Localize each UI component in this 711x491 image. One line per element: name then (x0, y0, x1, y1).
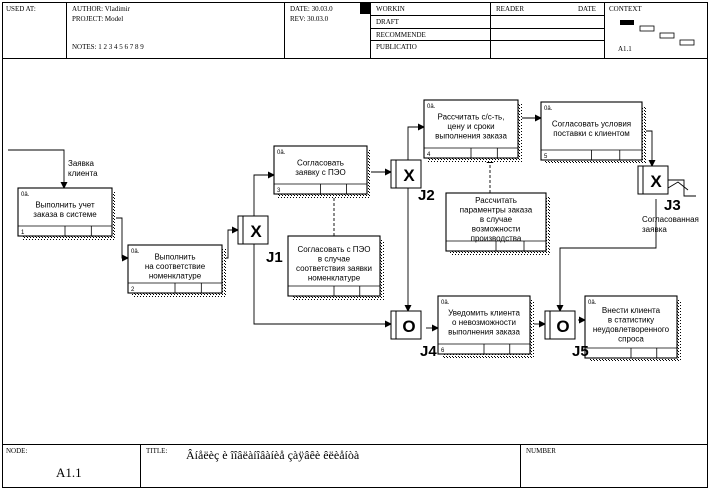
activity-label-line: на соответствие (145, 262, 206, 271)
activity-tag: 0â. (427, 104, 436, 110)
working-status-marker (360, 3, 370, 14)
junction-j3[interactable]: XJ3 (637, 165, 681, 214)
activity-label-line: выполнения заказа (448, 328, 520, 337)
activity-label-line: номенклатуре (308, 273, 361, 282)
activity-tag: 0â. (277, 150, 286, 156)
junction-j2[interactable]: XJ2 (390, 159, 435, 204)
junction-label: J3 (664, 197, 681, 214)
diagram-title: Âíåëèç è îîâëàíîâàíèå çàÿâêè êëèåíòà (186, 448, 360, 462)
junction-label: J5 (572, 343, 589, 360)
junction-symbol: X (250, 222, 262, 241)
activity-label-line: Рассчитать (475, 196, 517, 205)
activity-label-line: Согласовать (297, 158, 344, 167)
author-label: AUTHOR: Vladimir (72, 5, 131, 13)
activity-tag: 0â. (131, 249, 140, 255)
activity-label-line: Согласовать с ПЭО (297, 245, 370, 254)
activity-label-line: спроса (618, 334, 644, 343)
status-publication: PUBLICATIO (376, 43, 417, 51)
status-draft: DRAFT (376, 18, 399, 26)
activity-label-line: в случае (318, 254, 351, 263)
activity-label-line: Выполнить (154, 253, 195, 262)
activity-label-line: Согласовать условия (552, 119, 631, 128)
status-working: WORKIN (376, 5, 405, 13)
context-thumbnail (620, 20, 695, 46)
activity-tag: 0â. (441, 300, 450, 306)
reader-label: READER (496, 5, 524, 13)
activity-number: 3 (277, 188, 281, 194)
context-node: A1.1 (618, 45, 632, 53)
activity-label-line: выполнения заказа (435, 132, 507, 141)
activity-label-line: цену и сроки (447, 122, 494, 131)
activity-label-line: Рассчитать с/с-ть, (438, 113, 505, 122)
activity-tag: 0â. (588, 300, 597, 306)
junction-j1[interactable]: XJ1 (237, 215, 283, 266)
status-recommended: RECOMMENDE (376, 31, 426, 39)
mechanism-links (330, 156, 494, 236)
reader-date-label: DATE (578, 5, 596, 13)
activity-number: 1 (21, 230, 25, 236)
junction-label: J1 (266, 249, 283, 266)
activity-tag: 0â. (544, 106, 553, 112)
activity-label-line: о невозможности (452, 318, 516, 327)
activity-label-line: заказа в системе (33, 210, 97, 219)
junction-symbol: O (402, 317, 415, 336)
activity-label-line: Уведомить клиента (448, 309, 520, 318)
activity-label-line: заявку с ПЭО (295, 168, 345, 177)
title-label: TITLE: (146, 447, 168, 455)
activity-label-line: возможности (472, 225, 520, 234)
activity-label-line: Внести клиента (602, 306, 661, 315)
activity-label-line: соответствия заявки (296, 264, 372, 273)
context-label: CONTEXT (609, 5, 642, 13)
activity-number: 4 (427, 152, 431, 158)
activity-label-line: в случае (480, 215, 513, 224)
date-label: DATE: 30.03.0 (290, 5, 333, 13)
activity-box-4[interactable]: 0â. 4 Рассчитать с/с-ть,цену и срокивыполн… (423, 99, 522, 162)
output-label-line-2: заявка (642, 225, 667, 234)
activity-label-line: поставки с клиентом (553, 129, 630, 138)
node-value: A1.1 (56, 465, 82, 480)
junction-symbol: O (556, 317, 569, 336)
activity-label-line: Выполнить учет (35, 200, 95, 209)
used-at-label: USED AT: (6, 5, 36, 13)
junction-label: J4 (420, 343, 437, 360)
activity-label-line: параментры заказа (460, 206, 533, 215)
connectors (8, 114, 696, 332)
notes-label: NOTES: 1 2 3 4 5 6 7 8 9 (72, 43, 144, 51)
activity-number: 5 (544, 154, 548, 160)
junction-label: J2 (418, 187, 435, 204)
node-label: NODE: (6, 447, 28, 455)
input-label-line-2: клиента (68, 169, 98, 178)
junction-j5[interactable]: OJ5 (544, 310, 589, 360)
rev-label: REV: 30.03.0 (290, 15, 329, 23)
output-label-line-1: Согласованная (642, 215, 699, 224)
activity-label-line: производства (471, 234, 522, 243)
project-label: PROJECT: Model (72, 15, 124, 23)
activity-number: 2 (131, 287, 135, 293)
number-label: NUMBER (526, 447, 556, 455)
activity-label-line: неудовлетворенного (593, 325, 670, 334)
activity-number: 6 (441, 348, 445, 354)
activity-label-line: номенклатуре (149, 272, 202, 281)
activity-label-line: в статистику (608, 315, 654, 324)
junction-j4[interactable]: O J4 (390, 310, 437, 360)
activity-tag: 0â. (21, 192, 30, 198)
junction-symbol: X (403, 166, 415, 185)
junction-symbol: X (650, 172, 662, 191)
input-label-line-1: Заявка (68, 159, 95, 168)
